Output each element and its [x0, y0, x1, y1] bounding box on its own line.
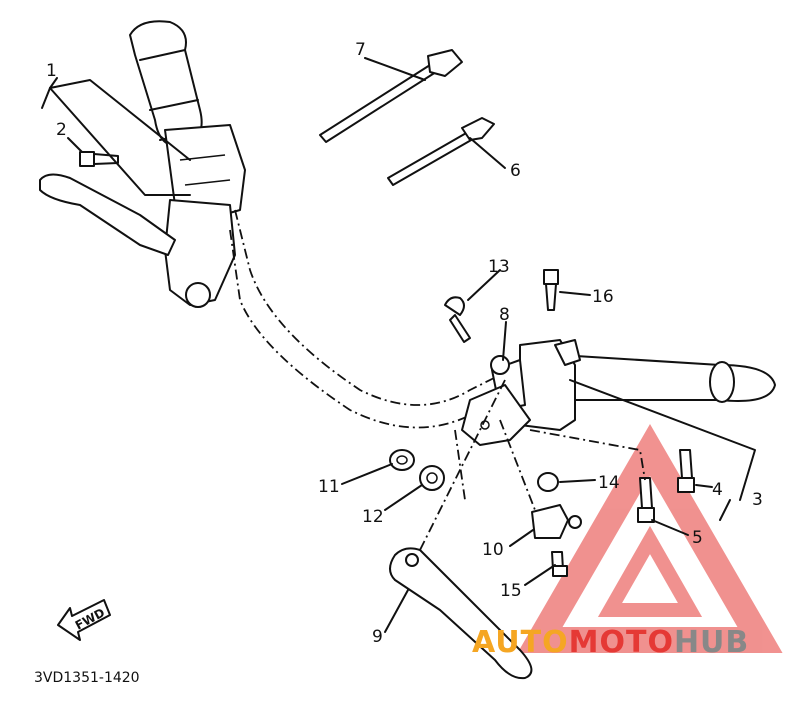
- switch-part-10: [531, 504, 582, 539]
- bolt-part-16: [543, 269, 559, 311]
- label-11: 11: [318, 477, 340, 497]
- guide-line-1: [419, 379, 506, 551]
- bolt-part-5: [637, 477, 655, 523]
- nut-part-11: [389, 449, 415, 471]
- left-grip: [129, 20, 206, 146]
- label-9: 9: [372, 627, 383, 647]
- screw-part-15: [551, 551, 568, 577]
- cable-tie-part-7: [319, 49, 463, 143]
- bolt-part-4: [677, 449, 695, 493]
- label-5: 5: [692, 528, 703, 548]
- label-1: 1: [46, 61, 57, 81]
- bolt-part-13: [444, 296, 471, 343]
- nut-part-14: [537, 472, 559, 492]
- fwd-arrow-icon: FWD: [57, 599, 111, 641]
- washer-part-12: [419, 465, 445, 491]
- label-2: 2: [56, 120, 67, 140]
- label-14: 14: [598, 473, 620, 493]
- watermark-part1: AUTO: [472, 625, 569, 660]
- leader-lines: [41, 57, 756, 633]
- label-13: 13: [488, 257, 510, 277]
- watermark-part3: HUB: [674, 625, 749, 660]
- label-12: 12: [362, 507, 384, 527]
- diagram-code: 3VD1351-1420: [34, 670, 140, 686]
- cable-tie-part-6: [387, 117, 495, 186]
- label-8: 8: [499, 305, 510, 325]
- guide-line-2: [499, 419, 536, 511]
- label-6: 6: [510, 161, 521, 181]
- watermark-logo: [517, 424, 783, 653]
- label-16: 16: [592, 287, 614, 307]
- handlebar-centerline: [234, 209, 511, 406]
- left-switch-assembly: [39, 124, 246, 308]
- label-15: 15: [500, 581, 522, 601]
- guide-line-3: [454, 429, 466, 501]
- label-3: 3: [752, 490, 763, 510]
- label-10: 10: [482, 540, 504, 560]
- right-grip: [559, 354, 776, 403]
- watermark-part2: MOTO: [569, 625, 674, 660]
- label-4: 4: [712, 480, 723, 500]
- label-7: 7: [355, 40, 366, 60]
- lever-part-9: [389, 547, 533, 680]
- watermark-text: AUTOMOTOHUB: [472, 625, 749, 660]
- handlebar-centerline-2: [229, 229, 516, 429]
